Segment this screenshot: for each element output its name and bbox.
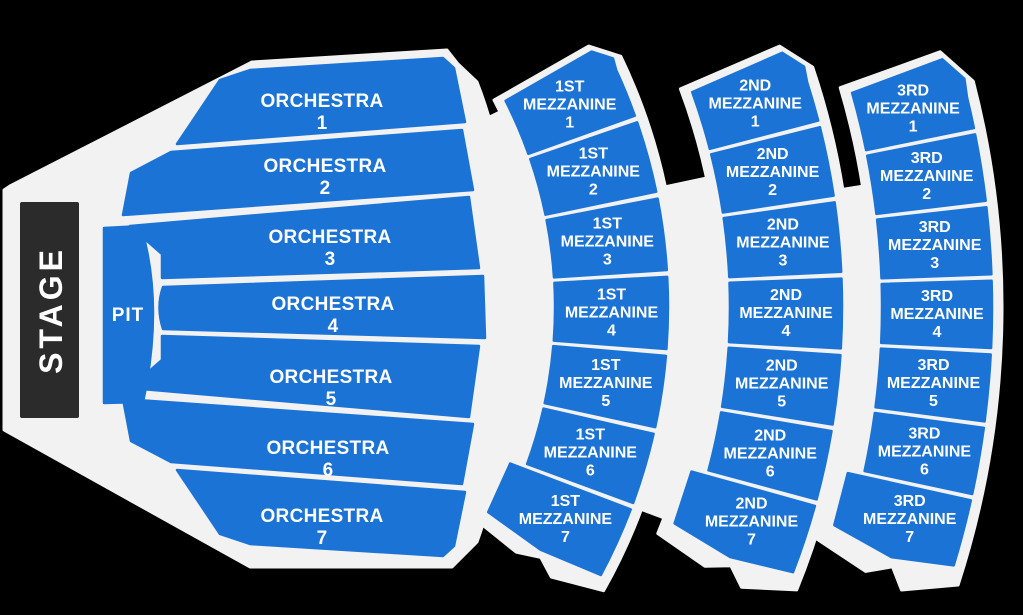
section-1st-mezzanine-7[interactable] (486, 462, 632, 577)
section-2nd-mezzanine-2[interactable] (709, 125, 835, 214)
section-orchestra-2[interactable] (121, 128, 475, 217)
section-2nd-mezzanine-3[interactable] (722, 201, 843, 279)
section-1st-mezzanine-5[interactable] (543, 344, 668, 429)
stage (20, 202, 79, 418)
section-orchestra-3[interactable] (128, 195, 481, 280)
section-1st-mezzanine-3[interactable] (545, 197, 669, 279)
section-3rd-mezzanine-5[interactable] (874, 347, 992, 423)
section-3rd-mezzanine-6[interactable] (863, 411, 986, 496)
section-orchestra-4[interactable] (158, 274, 487, 340)
section-3rd-mezzanine-4[interactable] (879, 279, 994, 350)
section-orchestra-6[interactable] (121, 397, 475, 486)
section-3rd-mezzanine-2[interactable] (865, 133, 987, 216)
section-orchestra-5[interactable] (128, 334, 481, 419)
section-orchestra-1[interactable] (175, 56, 467, 146)
section-2nd-mezzanine-1[interactable] (690, 51, 820, 151)
section-3rd-mezzanine-7[interactable] (833, 471, 973, 567)
section-2nd-mezzanine-5[interactable] (720, 346, 842, 426)
section-2nd-mezzanine-4[interactable] (727, 277, 844, 350)
section-1st-mezzanine-6[interactable] (525, 407, 655, 505)
section-3rd-mezzanine-3[interactable] (875, 206, 993, 280)
section-1st-mezzanine-2[interactable] (529, 121, 658, 216)
section-1st-mezzanine-4[interactable] (552, 275, 670, 351)
section-1st-mezzanine-1[interactable] (504, 50, 637, 156)
section-orchestra-7[interactable] (175, 468, 467, 558)
section-3rd-mezzanine-1[interactable] (850, 58, 976, 152)
section-2nd-mezzanine-6[interactable] (707, 411, 833, 501)
section-2nd-mezzanine-7[interactable] (673, 470, 817, 574)
